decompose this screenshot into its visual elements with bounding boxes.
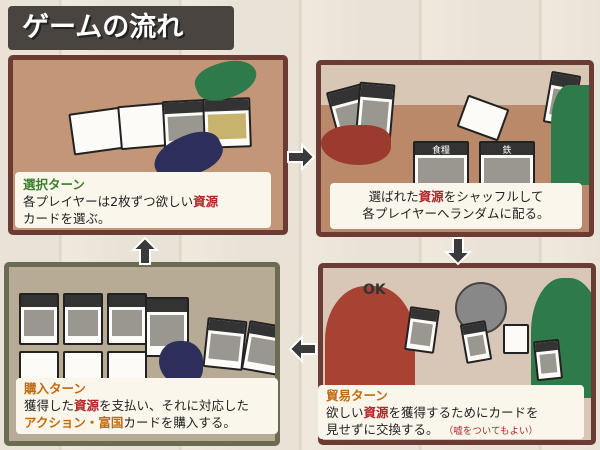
caption-text: 各プレイヤーは2枚ずつ欲しい [23, 194, 194, 209]
step-heading: 選択ターン [23, 177, 85, 192]
market-card [107, 293, 147, 345]
arrow-up-icon [130, 236, 160, 265]
caption-text: を支払い、それに対応した [99, 398, 250, 413]
caption-text: 各プレイヤーへランダムに配る。 [362, 206, 550, 221]
resource-card [503, 324, 529, 354]
caption-text: カードを購入する。 [123, 415, 236, 430]
card-type-keyword: アクション・富国 [24, 415, 124, 430]
caption-text: 欲しい [326, 405, 364, 420]
arrow-down-icon [443, 237, 473, 266]
resource-keyword: 資源 [363, 405, 389, 420]
navy-player-hand [159, 341, 203, 385]
caption-selection-turn: 選択ターン 各プレイヤーは2枚ずつ欲しい資源 カードを選ぶ。 [15, 172, 271, 228]
caption-text: 見せずに交換する。 [326, 422, 439, 437]
caption-text: 獲得した [24, 398, 75, 413]
step-heading: 購入ターン [24, 381, 86, 396]
caption-text: をシャッフルして [443, 189, 544, 204]
caption-text: カードを選ぶ。 [23, 211, 111, 226]
arrow-right-icon [287, 142, 316, 172]
caption-purchase-turn: 購入ターン 獲得した資源を支払い、それに対応した アクション・富国カードを購入す… [16, 378, 278, 434]
resource-card [404, 306, 440, 354]
caption-text: を獲得するためにカードを [388, 405, 539, 420]
resource-card [202, 317, 248, 371]
resource-keyword: 資源 [418, 189, 444, 204]
page-title: ゲームの流れ [8, 6, 234, 50]
resource-keyword: 資源 [193, 194, 219, 209]
caption-text: 選ばれた [368, 189, 419, 204]
ok-label: OK [363, 282, 386, 298]
arrow-left-icon [288, 334, 317, 364]
resource-keyword: 資源 [74, 398, 100, 413]
step-heading: 貿易ターン [326, 388, 388, 403]
market-card [19, 293, 59, 345]
resource-card [240, 320, 275, 376]
caption-note: （嘘をついてもよい） [448, 426, 539, 437]
caption-trade-turn: 貿易ターン 欲しい資源を獲得するためにカードを 見せずに交換する。 （嘘をついても… [318, 385, 584, 439]
red-player-hand [321, 125, 391, 165]
caption-deal: 選ばれた資源をシャッフルして 各プレイヤーへランダムに配る。 [330, 183, 582, 229]
green-player-silhouette [551, 85, 589, 185]
market-card [63, 293, 103, 345]
resource-card [532, 338, 564, 382]
